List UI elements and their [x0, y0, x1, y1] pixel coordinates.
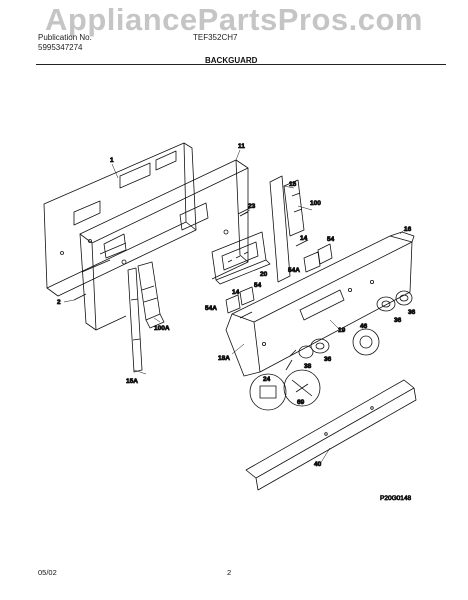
callout-20: 20 — [260, 271, 268, 278]
bottom-trim — [245, 379, 417, 491]
publication-label: Publication No. — [38, 33, 92, 42]
left-side-strip — [127, 267, 143, 373]
callout-15: 15 — [289, 181, 297, 188]
model-number: TEF352CH7 — [193, 33, 238, 42]
callout-100: 100 — [310, 200, 321, 207]
control-panel — [225, 231, 415, 377]
footer-date: 05/02 — [38, 568, 57, 577]
callout-54A-upper: 54A — [288, 267, 300, 274]
callout-69: 69 — [297, 399, 305, 406]
watermark: AppliancePartsPros.com — [45, 2, 423, 37]
backguard-frame — [79, 159, 249, 331]
callout-100A: 100A — [154, 325, 170, 332]
publication-number: 5995347274 — [38, 43, 83, 52]
rear-panel — [43, 142, 197, 297]
screws — [73, 207, 309, 319]
callout-23: 23 — [248, 203, 256, 210]
leader-lines — [63, 149, 407, 465]
callout-16: 16 — [404, 226, 412, 233]
callout-2: 2 — [57, 299, 61, 306]
callout-15A: 15A — [126, 378, 138, 385]
right-bracket — [269, 175, 305, 283]
callout-24: 24 — [263, 376, 271, 383]
callout-14-upper: 14 — [300, 235, 308, 242]
detail-circles — [249, 349, 321, 411]
callout-1: 1 — [110, 157, 114, 164]
section-title: BACKGUARD — [205, 56, 258, 65]
left-bracket — [137, 261, 165, 329]
callout-54-upper: 54 — [327, 236, 335, 243]
callout-18A: 18A — [218, 355, 230, 362]
callout-36-far-right: 36 — [408, 309, 416, 316]
footer-page-number: 2 — [227, 568, 232, 577]
callout-40: 40 — [314, 461, 322, 468]
electronic-control-board — [211, 231, 271, 285]
diagram-code: P20G0148 — [380, 495, 411, 502]
callout-54A-lower: 54A — [205, 305, 217, 312]
knobs — [298, 290, 413, 359]
callout-38: 38 — [304, 363, 312, 370]
callout-19: 19 — [338, 327, 346, 334]
callout-14-lower: 14 — [232, 289, 240, 296]
callout-11: 11 — [238, 143, 245, 150]
callout-36-right: 36 — [394, 317, 402, 324]
callout-46: 46 — [360, 323, 368, 330]
callout-54-lower: 54 — [254, 282, 262, 289]
callout-36-left: 36 — [324, 356, 332, 363]
infinite-switches — [225, 243, 333, 314]
header-rule — [36, 64, 446, 65]
